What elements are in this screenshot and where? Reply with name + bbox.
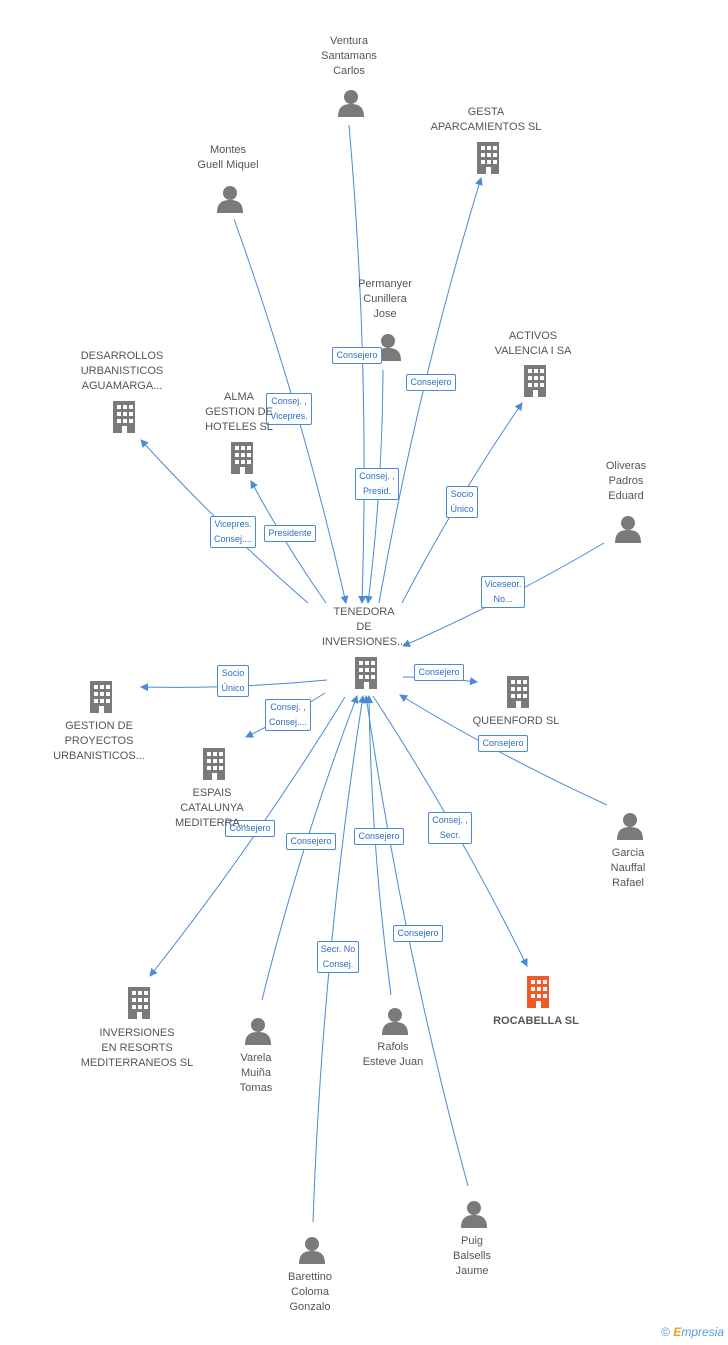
inversiones-node-label[interactable]: INVERSIONES EN RESORTS MEDITERRANEOS SL	[80, 1026, 194, 1069]
puig-node-label[interactable]: Puig Balsells Jaume	[453, 1234, 491, 1277]
center-node-label[interactable]: TENEDORA DE INVERSIONES...	[321, 605, 407, 648]
edge-label-center-to-desarrollos[interactable]: Vicepres. Consej....	[209, 516, 257, 548]
edge-label-center-to-gestion[interactable]: Socio Único	[217, 665, 249, 697]
gestion-node-label[interactable]: GESTION DE PROYECTOS URBANISTICOS...	[53, 719, 145, 762]
montes-person-icon[interactable]	[217, 186, 243, 213]
edge-label-montes-to-center[interactable]: Consej. , Vicepres.	[266, 393, 312, 425]
edge-center-to-gesta	[378, 177, 483, 604]
edge-center-to-inversiones	[149, 696, 346, 977]
icons-layer	[90, 90, 643, 1264]
watermark[interactable]: © Empresia	[661, 1325, 724, 1339]
edge-garcia-to-center	[399, 694, 608, 806]
permanyer-node-label[interactable]: Permanyer Cunillera Jose	[358, 277, 412, 320]
montes-node-label[interactable]: Montes Guell Miquel	[197, 144, 259, 171]
inversiones-building-icon[interactable]	[128, 987, 150, 1019]
espais-node-label[interactable]: ESPAIS CATALUNYA MEDITERRA...	[175, 786, 249, 829]
edge-rafols-to-center	[365, 695, 392, 996]
rocabella-node-label[interactable]: ROCABELLA SL	[493, 1014, 579, 1027]
edge-label-center-to-alma[interactable]: Presidente	[264, 524, 316, 542]
ventura-person-icon[interactable]	[338, 90, 364, 117]
desarrollos-node-label[interactable]: DESARROLLOS URBANISTICOS AGUAMARGA...	[80, 349, 164, 392]
garcia-person-icon[interactable]	[617, 813, 643, 840]
edge-label-center-to-activos[interactable]: Socio Único	[446, 486, 478, 518]
edge-center-to-alma	[250, 480, 327, 604]
barettino-node-label[interactable]: Barettino Coloma Gonzalo	[287, 1270, 333, 1313]
queenford-node-label[interactable]: QUEENFORD SL	[472, 714, 560, 727]
oliveras-node-label[interactable]: Oliveras Padros Eduard	[605, 459, 647, 502]
edge-label-center-to-rocabella[interactable]: Consej. , Secr.	[428, 812, 472, 844]
edge-ventura-to-center	[348, 124, 367, 604]
desarrollos-building-icon[interactable]	[113, 401, 135, 433]
activos-node-label[interactable]: ACTIVOS VALENCIA I SA	[494, 330, 572, 357]
alma-node-label[interactable]: ALMA GESTION DE HOTELES SL	[205, 390, 273, 433]
alma-building-icon[interactable]	[231, 442, 253, 474]
edge-label-oliveras-to-center[interactable]: Viceseor. No...	[480, 576, 526, 608]
copyright-symbol: ©	[661, 1325, 670, 1339]
gesta-node-label[interactable]: GESTA APARCAMIENTOS SL	[430, 106, 542, 133]
edge-label-permanyer-to-center[interactable]: Consej. , Presid.	[355, 468, 399, 500]
edge-label-center-to-espais[interactable]: Consej. , Consej....	[264, 699, 312, 731]
activos-building-icon[interactable]	[524, 365, 546, 397]
edge-label-center-to-queenford[interactable]: Consejero	[414, 663, 464, 681]
edge-puig-to-center	[363, 695, 469, 1187]
center-building-icon[interactable]	[355, 657, 377, 689]
oliveras-person-icon[interactable]	[615, 516, 641, 543]
gestion-building-icon[interactable]	[90, 681, 112, 713]
edge-label-barettino-to-center[interactable]: Secr. No Consej.	[316, 941, 360, 973]
varela-node-label[interactable]: Varela Muiña Tomas	[239, 1051, 273, 1094]
puig-person-icon[interactable]	[461, 1201, 487, 1228]
rafols-node-label[interactable]: Rafols Esteve Juan	[362, 1041, 424, 1068]
edge-label-garcia-to-center[interactable]: Consejero	[478, 734, 528, 752]
edge-label-center-to-inversiones[interactable]: Consejero	[225, 819, 275, 837]
garcia-node-label[interactable]: Garcia Nauffal Rafael	[610, 846, 646, 889]
gesta-building-icon[interactable]	[477, 142, 499, 174]
barettino-person-icon[interactable]	[299, 1237, 325, 1264]
edge-label-varela-to-center[interactable]: Consejero	[286, 832, 336, 850]
rocabella-building-icon[interactable]	[527, 976, 549, 1008]
queenford-building-icon[interactable]	[507, 676, 529, 708]
brand-logo-initial: E	[673, 1325, 682, 1339]
edge-label-puig-to-center[interactable]: Consejero	[393, 924, 443, 942]
espais-building-icon[interactable]	[203, 748, 225, 780]
varela-person-icon[interactable]	[245, 1018, 271, 1045]
edge-label-rafols-to-center[interactable]: Consejero	[354, 827, 404, 845]
rafols-person-icon[interactable]	[382, 1008, 408, 1035]
edge-label-center-to-gesta[interactable]: Consejero	[406, 373, 456, 391]
brand-logo-text: mpresia	[681, 1325, 724, 1339]
ventura-node-label[interactable]: Ventura Santamans Carlos	[321, 34, 377, 77]
edge-label-ventura-to-center[interactable]: Consejero	[332, 346, 382, 364]
